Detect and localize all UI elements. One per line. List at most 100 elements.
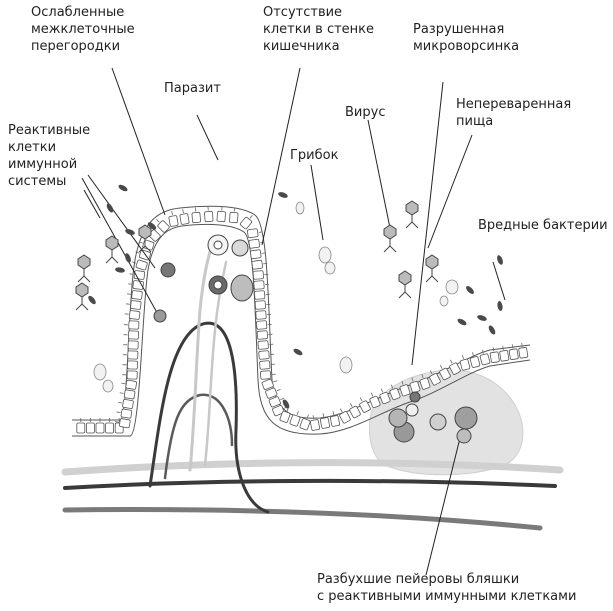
debris [93,201,459,393]
epithelial-cell [191,211,201,224]
label-reactive-immune-cells: Реактивные клетки иммунной системы [8,123,91,189]
epithelial-cell [138,249,152,261]
epithelial-cell [122,399,134,409]
epithelial-cell [251,259,263,270]
virus-particle [398,270,412,299]
epithelial-cell [469,356,481,368]
microvillus [258,231,263,233]
epithelial-cell [429,373,441,386]
microvillus [135,251,140,254]
microvillus [306,414,309,419]
microvillus [439,364,443,369]
food-particle [439,295,449,307]
leader-reactive-cells-c [81,177,161,319]
microvillus [280,397,285,401]
food-particle [445,279,459,295]
epithelial-cell [499,350,510,362]
epithelial-cell [135,259,148,271]
label-destroyed-microvillus: Разрушенная микроворсинка [413,22,520,54]
immune-cell [454,406,478,430]
label-missing-cells: Отсутствие клетки в стенке кишечника [263,5,375,54]
label-harmful-bacteria: Вредные бактерии [478,218,608,233]
microvillus [390,384,394,389]
microvillus [263,262,268,265]
leader-harmful-bacteria [492,261,506,301]
epithelial-cell [254,290,266,300]
bacterium [88,295,96,305]
microvillus [492,347,495,352]
epithelial-cell [229,211,239,224]
epithelial-cell [479,353,491,366]
epithelial-cell [349,405,361,419]
epithelial-cell [419,377,431,390]
epithelial-cell [389,387,401,401]
virus-particle [75,282,89,311]
bacterium [457,318,467,326]
microvilli [80,206,523,423]
bacterium [497,255,503,265]
microvillus [421,374,424,379]
microvillus [332,411,335,416]
label-parasite: Паразит [164,81,221,96]
immune-cell [388,408,408,428]
virus-particle [405,200,419,229]
epithelial-cell [265,387,278,399]
bacterium [147,222,157,230]
epithelial-cell [369,395,381,409]
microvillus [249,215,253,219]
microvillus [339,408,343,413]
bacterium [118,184,128,192]
microvillus [119,392,124,394]
epithelial-cell [128,320,140,330]
epithelial-cell [130,300,142,310]
label-virus: Вирус [345,105,386,120]
immune-cell [405,403,419,417]
epithelial-cell [250,249,262,260]
epithelial-cell [259,360,271,370]
immune-cell [409,391,421,403]
epithelial-cell [399,384,411,397]
vessel-loop-light-a [188,238,216,472]
epithelial-cell [449,362,461,375]
leader-fungus [310,164,324,241]
epithelial-cell [131,290,143,300]
epithelial-cell [248,238,260,249]
leader-lines [81,67,506,576]
food-particle [339,356,353,374]
epithelial-cell [256,330,268,340]
microvillus [521,342,523,347]
epithelial-cell [128,310,141,320]
bacterium [488,325,496,335]
microvillus [482,349,484,354]
label-fungus: Грибок [290,148,339,163]
vessel-loop-dark [148,321,270,514]
epithelial-cell [260,370,272,380]
microvillus [502,345,504,350]
epithelial-cell [239,216,253,230]
epithelial-cell [86,422,95,434]
epithelial-cell [319,417,331,429]
microvillus [322,413,325,418]
immune-cell [231,239,249,257]
label-undigested-food: Непереваренная пища [456,97,572,129]
leader-virus [367,119,391,229]
food-particle [93,363,107,381]
epithelial-cell [127,350,139,360]
epithelial-cell [279,410,291,423]
fungus-cell [318,246,332,264]
food-particle [102,379,114,393]
epithelial-cell [289,414,301,427]
epithelial-cell [254,300,266,310]
epithelial-cell [95,422,105,434]
microvillus [171,211,173,216]
epithelial-cell [255,310,267,320]
microvillus [462,354,464,359]
leader-peyers-patches [425,429,463,576]
virus-particle [425,254,439,283]
epithelial-cell [299,418,311,431]
virus-particle [105,235,119,264]
virus-particle [383,224,397,253]
leader-missing-cells [261,67,301,246]
epithelial-cell [268,396,281,408]
